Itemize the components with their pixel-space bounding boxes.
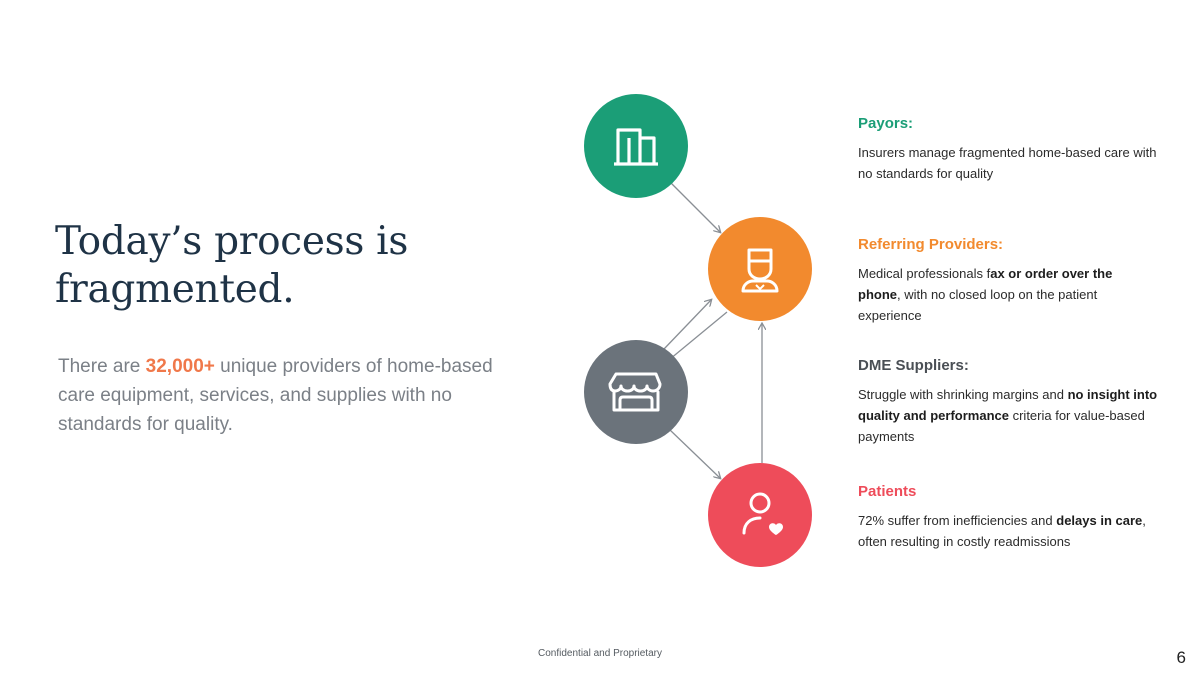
- patients-text: 72% suffer from inefficiencies and delay…: [858, 510, 1158, 552]
- patient-heart-icon: [742, 492, 783, 535]
- payors-text: Insurers manage fragmented home-based ca…: [858, 145, 1157, 181]
- referring-providers-description: Referring Providers: Medical professiona…: [858, 236, 1158, 326]
- referring-text-start: Medical professionals f: [858, 266, 991, 281]
- patients-node: [708, 463, 812, 567]
- doctor-icon: [741, 248, 779, 293]
- stakeholder-flow-diagram: [560, 80, 840, 580]
- referring-providers-node: [708, 217, 812, 321]
- slide-subtitle: There are 32,000+ unique providers of ho…: [58, 352, 498, 439]
- footer: Confidential and Proprietary: [0, 648, 1200, 659]
- page-number: 6: [1176, 648, 1186, 667]
- payors-heading: Payors:: [858, 115, 914, 132]
- arrow-payors-to-referring: [669, 181, 720, 232]
- flow-arrows: [560, 181, 840, 580]
- arrow-referring-to-dme: [664, 311, 728, 364]
- arrow-dme-to-referring: [663, 300, 711, 350]
- referring-providers-text: Medical professionals fax or order over …: [858, 263, 1158, 326]
- dme-suppliers-description: DME Suppliers: Struggle with shrinking m…: [858, 357, 1158, 447]
- patients-description: Patients 72% suffer from inefficiencies …: [858, 483, 1158, 552]
- patients-heading: Patients: [858, 483, 917, 500]
- patients-text-end: , often resulting in costly readmissions: [858, 513, 1146, 549]
- dme-suppliers-node: [584, 340, 688, 444]
- referring-providers-heading: Referring Providers:: [858, 236, 1004, 253]
- dme-text-bold: no insight into quality and performance: [858, 387, 1158, 423]
- referring-text-bold: ax or order over the phone: [858, 266, 1113, 302]
- subtitle-text-start: There are: [58, 356, 146, 377]
- building-icon: [614, 128, 658, 166]
- referring-text-end: , with no closed loop on the patient exp…: [858, 287, 1098, 323]
- payors-node: [584, 94, 688, 198]
- dme-suppliers-text: Struggle with shrinking margins and no i…: [858, 384, 1158, 447]
- subtitle-text-end: unique providers of home-based care equi…: [58, 356, 493, 435]
- confidential-label: Confidential and Proprietary: [538, 648, 662, 659]
- dme-suppliers-heading: DME Suppliers:: [858, 357, 969, 374]
- patients-text-start: 72% suffer from inefficiencies and: [858, 513, 1057, 528]
- dme-text-start: Struggle with shrinking margins and: [858, 387, 1068, 402]
- provider-count-highlight: 32,000+: [145, 356, 215, 377]
- patients-text-bold: delays in care: [1056, 513, 1143, 528]
- slide-title: Today’s process is fragmented.: [55, 219, 409, 312]
- storefront-icon: [608, 372, 662, 412]
- payors-description: Payors: Insurers manage fragmented home-…: [858, 115, 1158, 184]
- dme-text-end: criteria for value-based payments: [858, 408, 1145, 444]
- arrow-dme-to-patients: [669, 429, 720, 478]
